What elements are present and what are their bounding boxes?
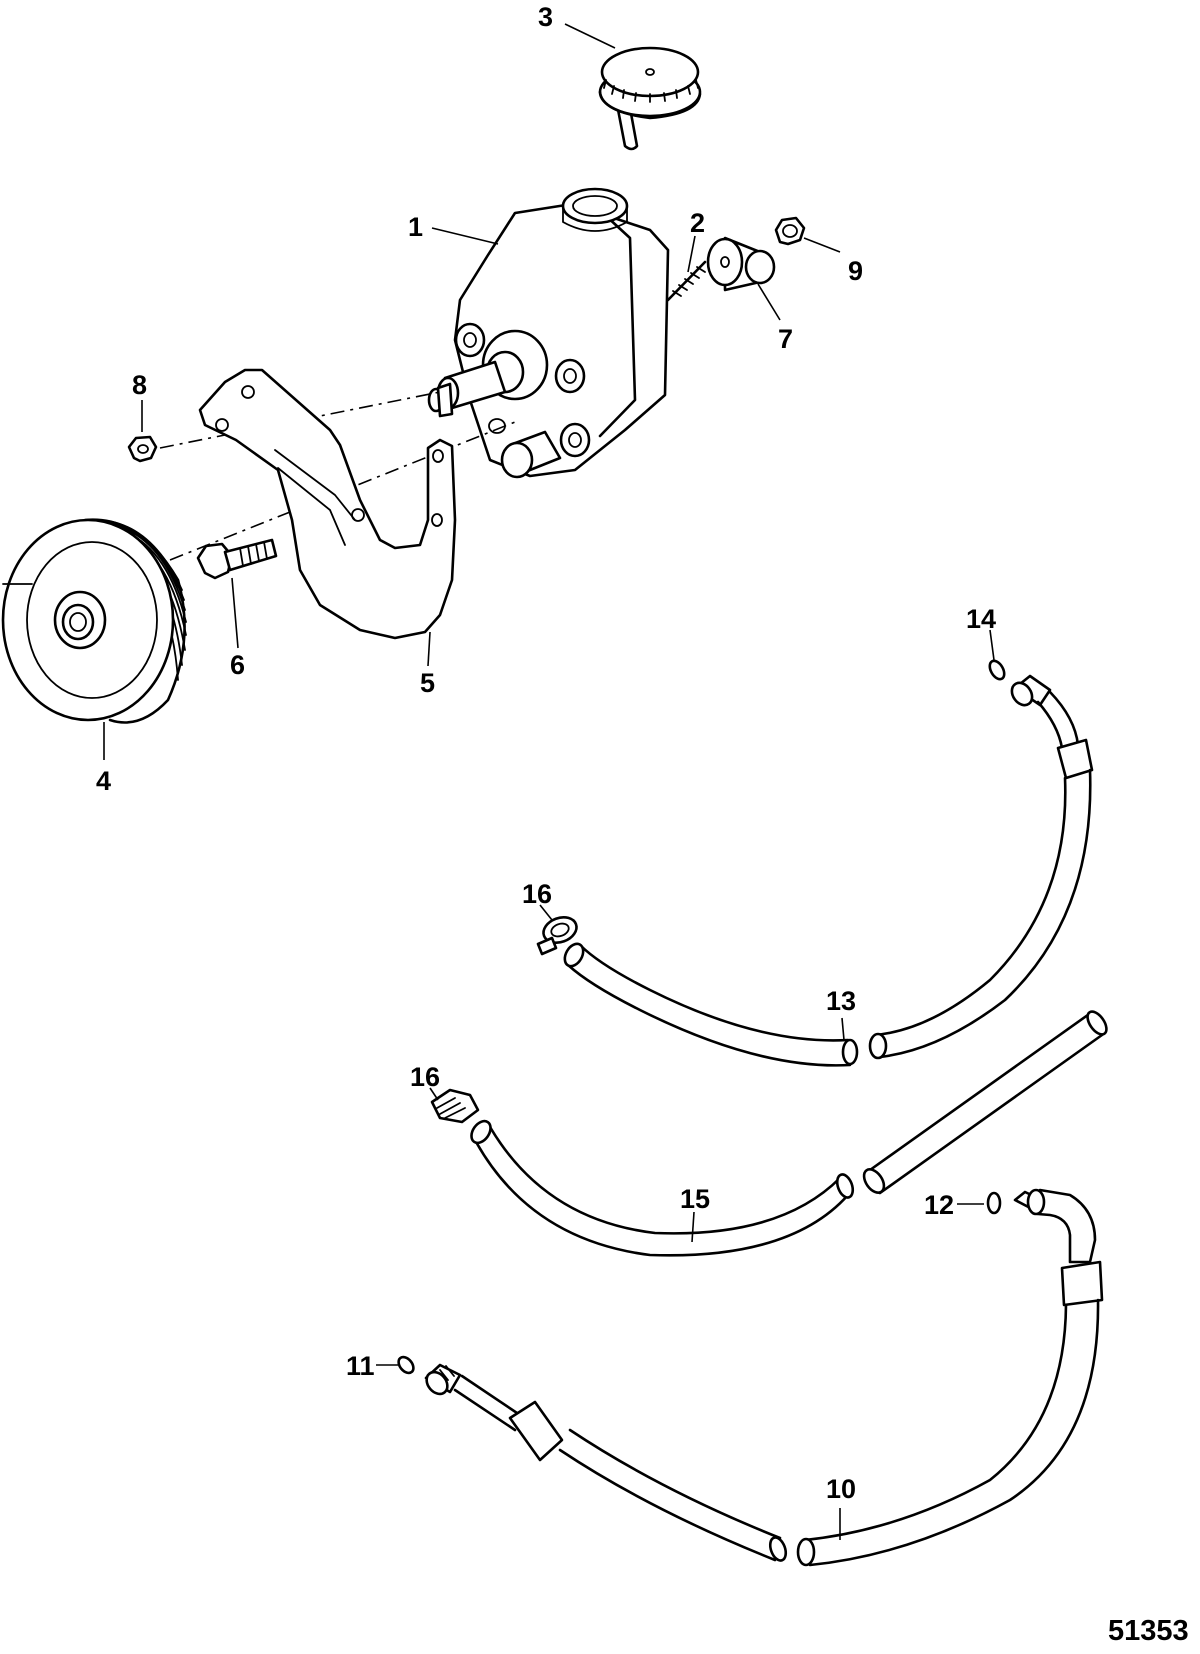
part-oring-14 xyxy=(988,659,1006,681)
leader-lines xyxy=(103,23,995,1540)
part-spacer xyxy=(706,236,776,292)
part-oring-12 xyxy=(986,1191,1002,1215)
callout-7: 7 xyxy=(778,324,793,354)
part-filler-cap xyxy=(598,46,702,151)
alignment-line-upper xyxy=(159,391,441,449)
part-nut-8 xyxy=(127,435,158,463)
callout-16-lower: 16 xyxy=(410,1062,440,1092)
part-pressure-hose-upper xyxy=(563,674,1094,1067)
callout-5: 5 xyxy=(420,668,435,698)
callout-6: 6 xyxy=(230,650,245,680)
leader-1 xyxy=(431,227,499,245)
part-bolt xyxy=(196,538,278,580)
leader-5 xyxy=(427,631,431,667)
leader-9 xyxy=(803,237,841,253)
part-hose-clamp-lower xyxy=(430,1088,480,1124)
leader-15 xyxy=(691,1211,695,1243)
part-pulley xyxy=(1,518,187,724)
leader-16b xyxy=(429,1087,439,1101)
callout-11: 11 xyxy=(346,1351,375,1381)
leader-3 xyxy=(564,23,616,49)
callout-3: 3 xyxy=(538,2,553,32)
callout-9: 9 xyxy=(848,256,863,286)
callout-2: 2 xyxy=(690,208,705,238)
leader-14 xyxy=(989,629,995,661)
part-nut-9 xyxy=(774,216,806,246)
leader-13 xyxy=(841,1017,845,1041)
part-return-hose xyxy=(470,1010,1108,1257)
part-pressure-hose-lower xyxy=(424,1188,1104,1567)
leader-16a xyxy=(539,904,553,921)
callout-14: 14 xyxy=(966,604,996,634)
callout-10: 10 xyxy=(826,1474,856,1504)
callout-4: 4 xyxy=(96,766,111,796)
callout-12: 12 xyxy=(924,1190,954,1220)
part-stud xyxy=(666,260,707,302)
callout-8: 8 xyxy=(132,370,147,400)
leader-6 xyxy=(231,577,239,649)
part-oring-11 xyxy=(397,1355,415,1375)
part-mounting-bracket xyxy=(198,368,457,640)
part-power-steering-pump xyxy=(427,187,670,479)
alignment-line-lower xyxy=(169,419,521,561)
figure-number: 51353 xyxy=(1108,1615,1189,1647)
leader-2 xyxy=(687,235,696,273)
callout-1: 1 xyxy=(408,212,423,242)
part-hose-clamp-upper xyxy=(536,916,578,956)
callout-13: 13 xyxy=(826,986,856,1016)
callout-labels: 3 1 2 9 7 8 6 5 4 14 16 13 16 15 12 11 1… xyxy=(96,2,996,1504)
callout-16-upper: 16 xyxy=(522,879,552,909)
callout-15: 15 xyxy=(680,1184,710,1214)
leader-7 xyxy=(757,283,781,321)
